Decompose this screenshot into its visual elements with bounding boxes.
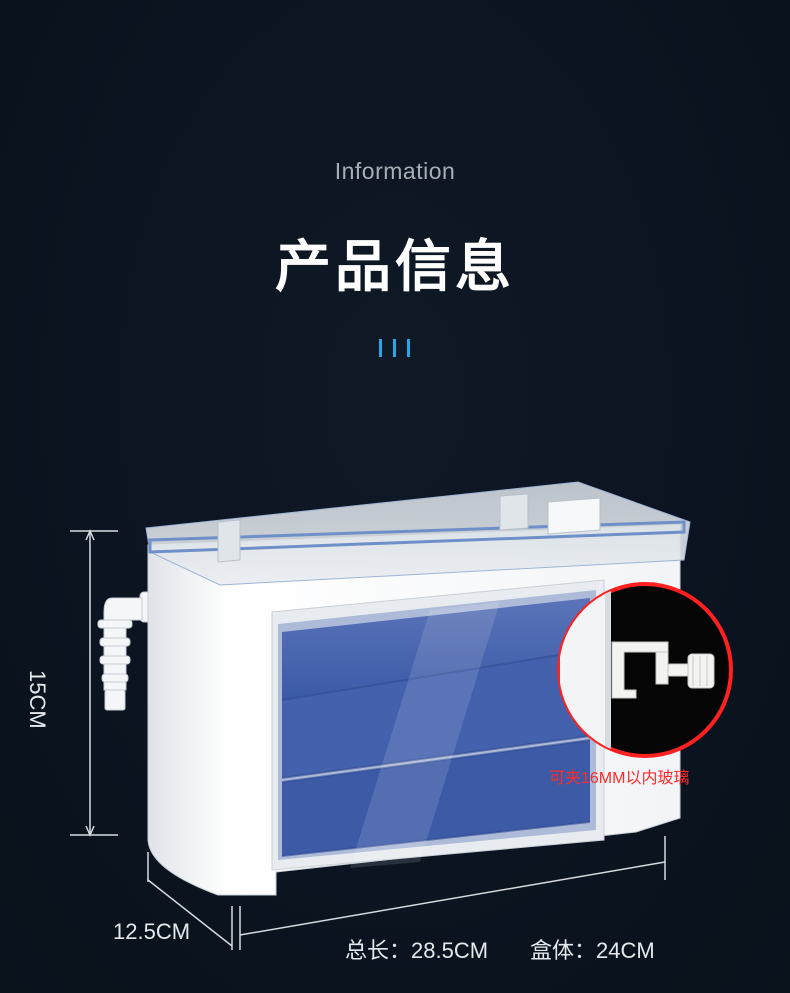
length-dimension-line <box>239 836 666 950</box>
depth-dimension-label: 12.5CM <box>113 919 191 944</box>
clamp-caption: 可夹16MM以内玻璃 <box>549 770 690 787</box>
height-dimension-line <box>70 529 118 837</box>
clamp-icon <box>611 641 715 699</box>
box-length-label: 盒体：24CM <box>530 938 655 963</box>
depth-dimension-line <box>147 852 233 950</box>
total-length-label: 总长：28.5CM <box>345 938 489 963</box>
filter-box-body <box>145 481 691 896</box>
page-title: 产品信息 <box>275 235 515 300</box>
title-accent-bars <box>379 339 413 357</box>
section-subtitle: Information <box>334 158 456 184</box>
height-dimension-label: 15CM <box>25 670 50 729</box>
